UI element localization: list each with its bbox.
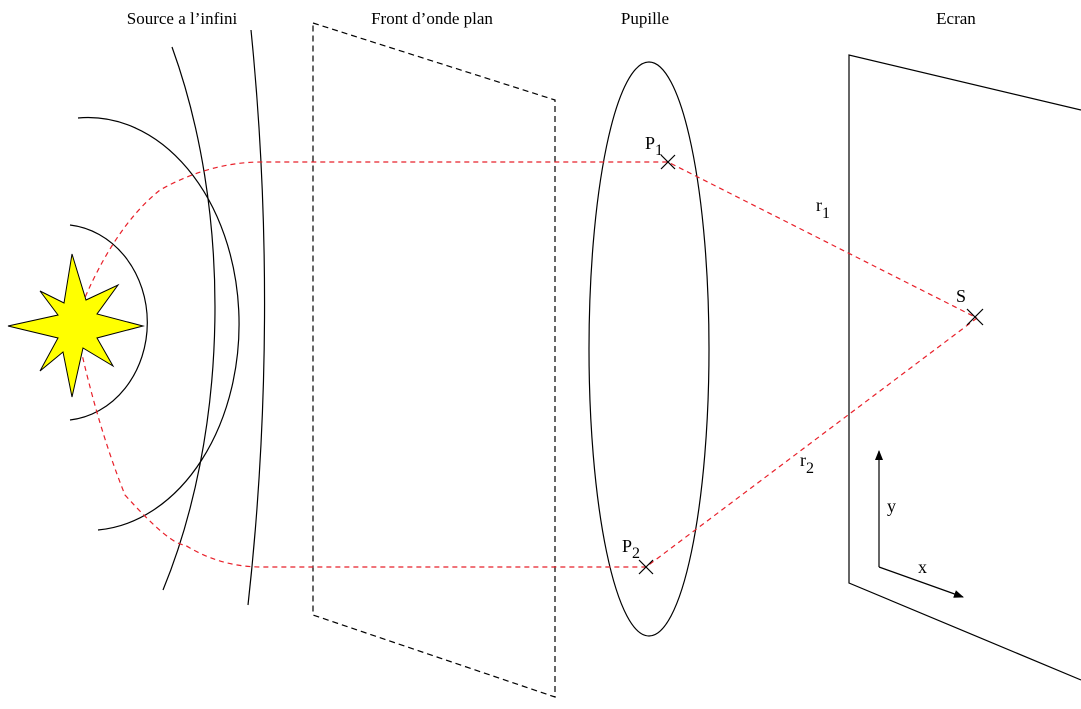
screen-plane: [848, 54, 1081, 681]
axis-label-y: y: [887, 496, 896, 516]
wavefront-arc-4: [247, 29, 266, 606]
label-screen: Ecran: [936, 9, 976, 28]
cross-marker-icon: [638, 559, 654, 575]
pupil-ellipse: [588, 61, 710, 637]
star-burst-icon: [7, 253, 145, 398]
label-pupil: Pupille: [621, 9, 669, 28]
axis-label-x: x: [918, 557, 927, 577]
label-source: Source a l’infini: [127, 9, 238, 28]
label-p1: P1: [645, 133, 663, 159]
plane-wavefront: [312, 22, 556, 698]
x-axis-arrow: [878, 566, 964, 598]
wavefront-arc-1: [69, 224, 148, 421]
label-p2: P2: [622, 536, 640, 562]
label-front: Front d’onde plan: [371, 9, 493, 28]
wavefront-arc-3: [162, 46, 216, 591]
wavefront-arc-2: [77, 116, 240, 531]
label-r1: r1: [816, 195, 830, 222]
cross-marker-icon: [660, 154, 676, 170]
ray-upper: [74, 161, 978, 323]
label-s: S: [956, 286, 966, 306]
ray-lower: [74, 317, 978, 568]
cross-marker-icon: [966, 308, 984, 326]
label-r2: r2: [800, 450, 814, 477]
